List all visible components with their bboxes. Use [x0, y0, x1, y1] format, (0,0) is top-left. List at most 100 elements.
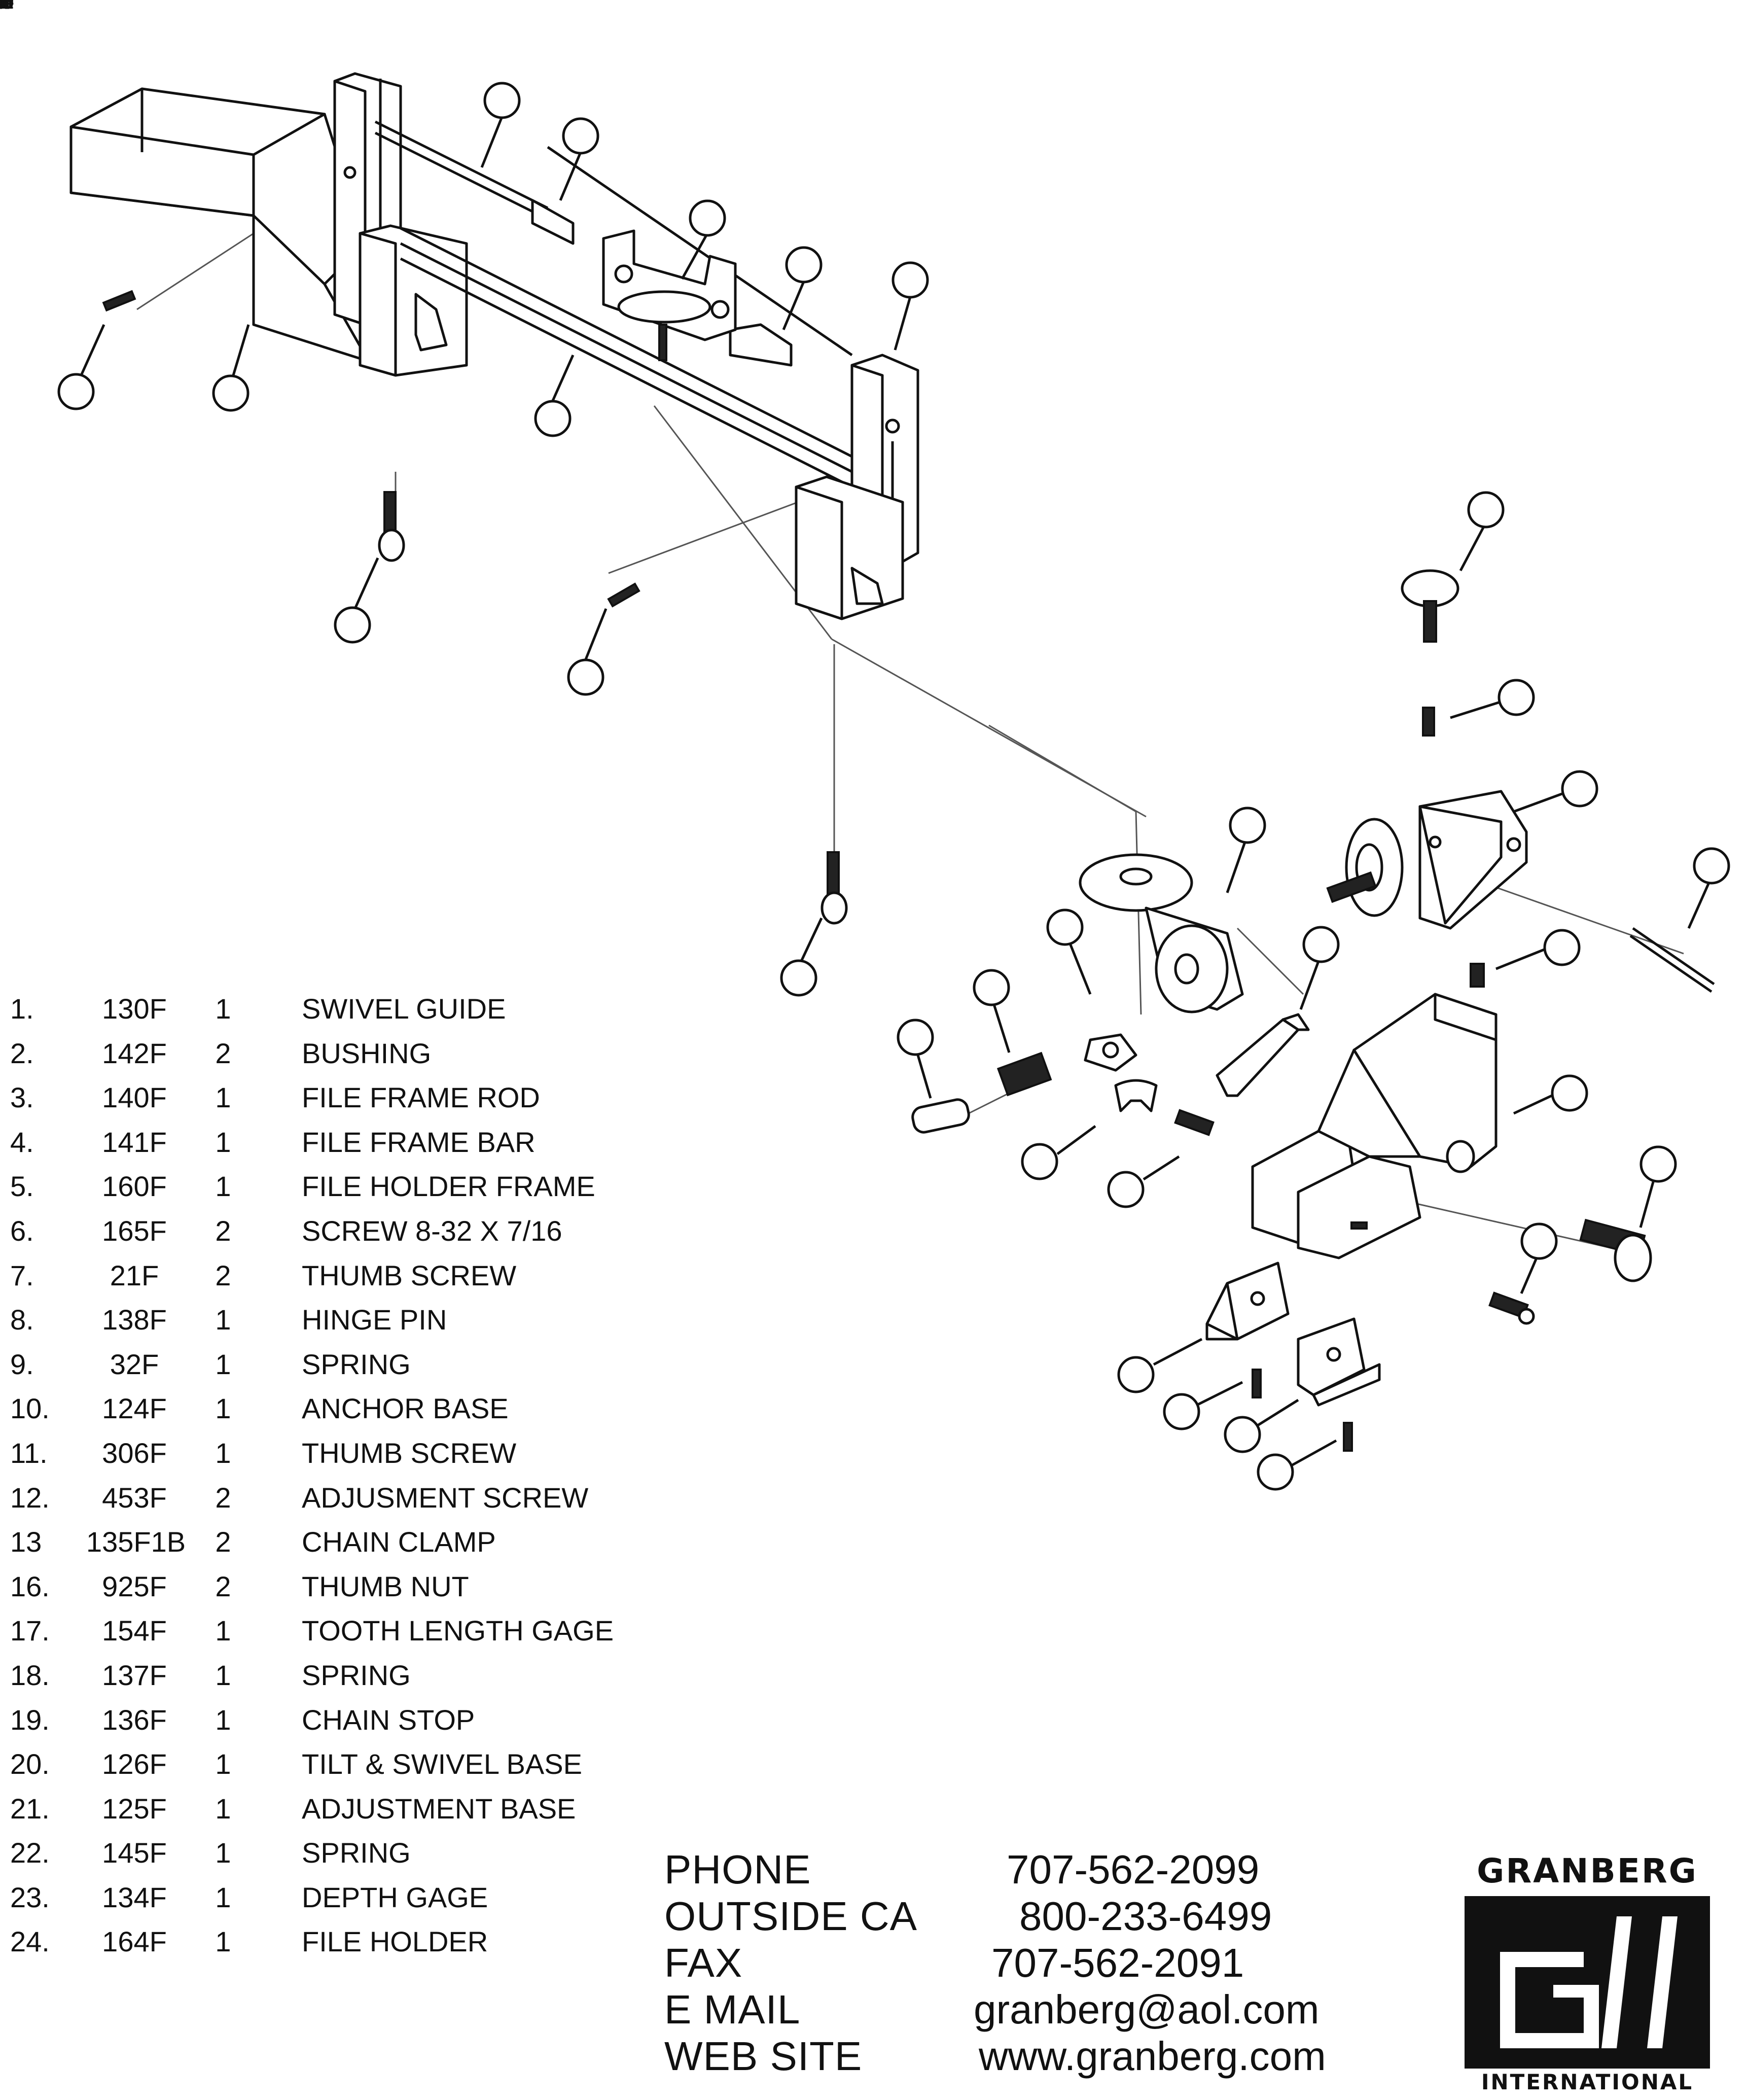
svg-text:11: 11 — [0, 0, 13, 14]
part-tilt-swivel-base — [1079, 853, 1244, 1013]
part-code: 453F — [102, 1481, 167, 1514]
part-quantity: 1 — [215, 1881, 231, 1913]
part-quantity: 1 — [215, 1126, 231, 1158]
callout-17: 17 — [0, 0, 934, 1099]
part-depth-gage-assembly — [1326, 569, 1528, 930]
contact-row: FAX 707-562-2091 — [664, 1940, 1455, 1986]
callout-23: 23 — [0, 0, 1505, 572]
part-description: HINGE PIN — [302, 1304, 447, 1336]
part-number-index: 6. — [10, 1214, 34, 1247]
part-number-index: 24. — [10, 1926, 50, 1958]
callout-12b: 12 — [0, 0, 1558, 1294]
part-description: SPRING — [302, 1837, 411, 1869]
svg-text:6: 6 — [0, 0, 7, 14]
callout-13a: 13 — [0, 0, 1203, 1393]
part-quantity: 1 — [215, 1659, 231, 1691]
part-description: DEPTH GAGE — [302, 1881, 488, 1913]
callout-20: 20 — [0, 0, 1266, 893]
part-quantity: 1 — [215, 1437, 231, 1469]
part-hinge-pin-and-spring — [1470, 927, 1715, 993]
part-description: FILE FRAME BAR — [302, 1126, 536, 1158]
part-number-index: 18. — [10, 1659, 50, 1691]
part-quantity: 2 — [215, 1481, 231, 1514]
svg-text:1: 1 — [0, 0, 7, 14]
svg-text:6: 6 — [0, 0, 7, 14]
part-description: SWIVEL GUIDE — [302, 993, 506, 1025]
part-code: 134F — [102, 1881, 167, 1913]
part-description: THUMB NUT — [302, 1570, 469, 1602]
svg-text:4: 4 — [0, 0, 7, 14]
contact-value: 707-562-2099 — [1007, 1847, 1260, 1892]
part-quantity: 1 — [215, 1792, 231, 1825]
svg-text:7: 7 — [0, 0, 7, 14]
svg-text:12: 12 — [0, 0, 14, 14]
part-number-index: 16. — [10, 1570, 50, 1602]
part-code: 306F — [102, 1437, 167, 1469]
part-description: ANCHOR BASE — [302, 1392, 509, 1425]
svg-text:16: 16 — [0, 0, 14, 14]
contact-label: E MAIL — [664, 1987, 801, 2032]
callout-13b: 13 — [0, 0, 1299, 1453]
svg-text:25: 25 — [0, 0, 14, 14]
part-chain-clamps — [1205, 1262, 1381, 1452]
part-quantity: 1 — [215, 1926, 231, 1958]
parts-list-row: 4. 141F 1 FILE FRAME BAR — [10, 1120, 659, 1165]
contact-value: 800-233-6499 — [1019, 1894, 1272, 1939]
svg-text:2: 2 — [0, 0, 7, 14]
part-number-index: 13 — [10, 1526, 42, 1558]
callout-9: 9 — [0, 0, 1581, 970]
part-file-holder-frame — [795, 354, 919, 620]
part-screws — [102, 290, 640, 608]
part-quantity: 1 — [215, 1837, 231, 1869]
part-code: 137F — [102, 1659, 167, 1691]
part-description: TILT & SWIVEL BASE — [302, 1748, 582, 1780]
svg-text:21: 21 — [0, 0, 14, 14]
part-description: CHAIN STOP — [302, 1703, 475, 1736]
callout-3: 3 — [0, 0, 521, 168]
callout-21: 21 — [0, 0, 1598, 813]
part-number-index: 2. — [10, 1037, 34, 1069]
callout-19: 19 — [0, 0, 1340, 1010]
callout-2b: 2 — [0, 0, 823, 330]
callout-6b: 6 — [0, 0, 608, 696]
part-quantity: 1 — [215, 1304, 231, 1336]
part-tooth-length-gage-group — [911, 1033, 1215, 1136]
callout-7b: 7 — [0, 0, 823, 997]
part-description: SPRING — [302, 1659, 411, 1691]
part-number-index: 20. — [10, 1748, 50, 1780]
part-quantity: 2 — [215, 1259, 231, 1291]
svg-text:20: 20 — [0, 0, 14, 14]
contact-label: FAX — [664, 1940, 743, 1985]
part-description: BUSHING — [302, 1037, 432, 1069]
contact-value: 707-562-2091 — [991, 1940, 1244, 1985]
part-number-index: 4. — [10, 1126, 34, 1158]
callout-25a: 25 — [0, 0, 1243, 1430]
part-code: 141F — [102, 1126, 167, 1158]
callout-4: 4 — [0, 0, 575, 437]
part-code: 126F — [102, 1748, 167, 1780]
part-number-index: 3. — [10, 1081, 34, 1114]
part-code: 140F — [102, 1081, 167, 1114]
callout-1: 1 — [0, 0, 726, 280]
granberg-logo: GRANBERG INTERNATIONAL — [1450, 1851, 1724, 2100]
part-chain-stop — [1216, 1013, 1310, 1097]
part-description: ADJUSMENT SCREW — [302, 1481, 589, 1514]
contact-label: WEB SITE — [664, 2034, 863, 2079]
part-code: 142F — [102, 1037, 167, 1069]
part-code: 925F — [102, 1570, 167, 1602]
contact-label: PHONE — [664, 1847, 811, 1892]
part-code: 135F1B — [86, 1526, 186, 1558]
part-quantity: 2 — [215, 1037, 231, 1069]
part-quantity: 1 — [215, 1392, 231, 1425]
